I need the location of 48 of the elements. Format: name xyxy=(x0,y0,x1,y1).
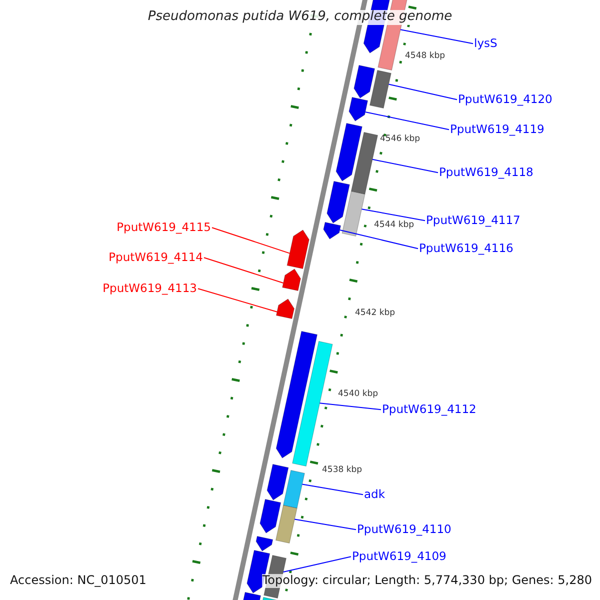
leader-line xyxy=(364,112,450,130)
gene-label: PputW619_4110 xyxy=(357,523,452,536)
gene-label: PputW619_4119 xyxy=(450,123,544,136)
leader-line xyxy=(372,158,438,174)
genome-stats-text: Topology: circular; Length: 5,774,330 bp; Genes: 5,280 xyxy=(262,574,592,588)
accession-text: Accession: NC_010501 xyxy=(10,574,146,588)
gene-feature xyxy=(354,64,376,98)
gene-block xyxy=(292,340,333,467)
leader-line xyxy=(198,288,278,312)
gene-label: PputW619_4117 xyxy=(426,214,520,228)
gene-feature xyxy=(266,464,289,500)
gene-feature xyxy=(323,222,342,240)
scale-label: 4544 kbp xyxy=(374,221,414,231)
gene-label: PputW619_4116 xyxy=(419,242,514,256)
gene-feature xyxy=(276,298,295,320)
gene-block xyxy=(275,504,298,544)
gene-label: PputW619_4120 xyxy=(458,93,552,106)
gene-block xyxy=(369,70,392,109)
gene-label: PputW619_4112 xyxy=(382,403,476,416)
scale-label: 4540 kbp xyxy=(338,390,378,400)
leader-line xyxy=(204,257,284,284)
gene-label: PputW619_4115 xyxy=(116,221,211,234)
scale-label: 4538 kbp xyxy=(322,466,362,476)
scale-label: 4542 kbp xyxy=(355,309,396,319)
gene-feature xyxy=(256,536,274,552)
gene-feature xyxy=(276,330,318,458)
gene-feature xyxy=(240,592,262,600)
gene-label: PputW619_4109 xyxy=(352,550,446,564)
leader-line xyxy=(319,402,382,410)
gene-label: PputW619_4113 xyxy=(102,282,197,296)
leader-line xyxy=(294,518,356,530)
gene-label: lysS xyxy=(474,37,498,50)
gene-label: PputW619_4118 xyxy=(439,166,534,180)
gene-feature xyxy=(282,268,301,292)
gene-feature xyxy=(348,96,368,122)
leader-line xyxy=(282,556,352,572)
scale-label: 4546 kbp xyxy=(380,135,420,145)
leader-line xyxy=(388,84,458,100)
gene-label: PputW619_4114 xyxy=(108,251,203,264)
scale-label: 4548 kbp xyxy=(405,52,446,62)
gene-feature xyxy=(260,498,282,534)
gene-block xyxy=(350,132,378,195)
gene-block xyxy=(282,470,305,509)
leader-line xyxy=(339,230,418,250)
leader-line xyxy=(361,208,426,222)
gene-label: adk xyxy=(364,488,386,502)
gene-block xyxy=(342,190,366,237)
leader-line xyxy=(212,227,290,254)
